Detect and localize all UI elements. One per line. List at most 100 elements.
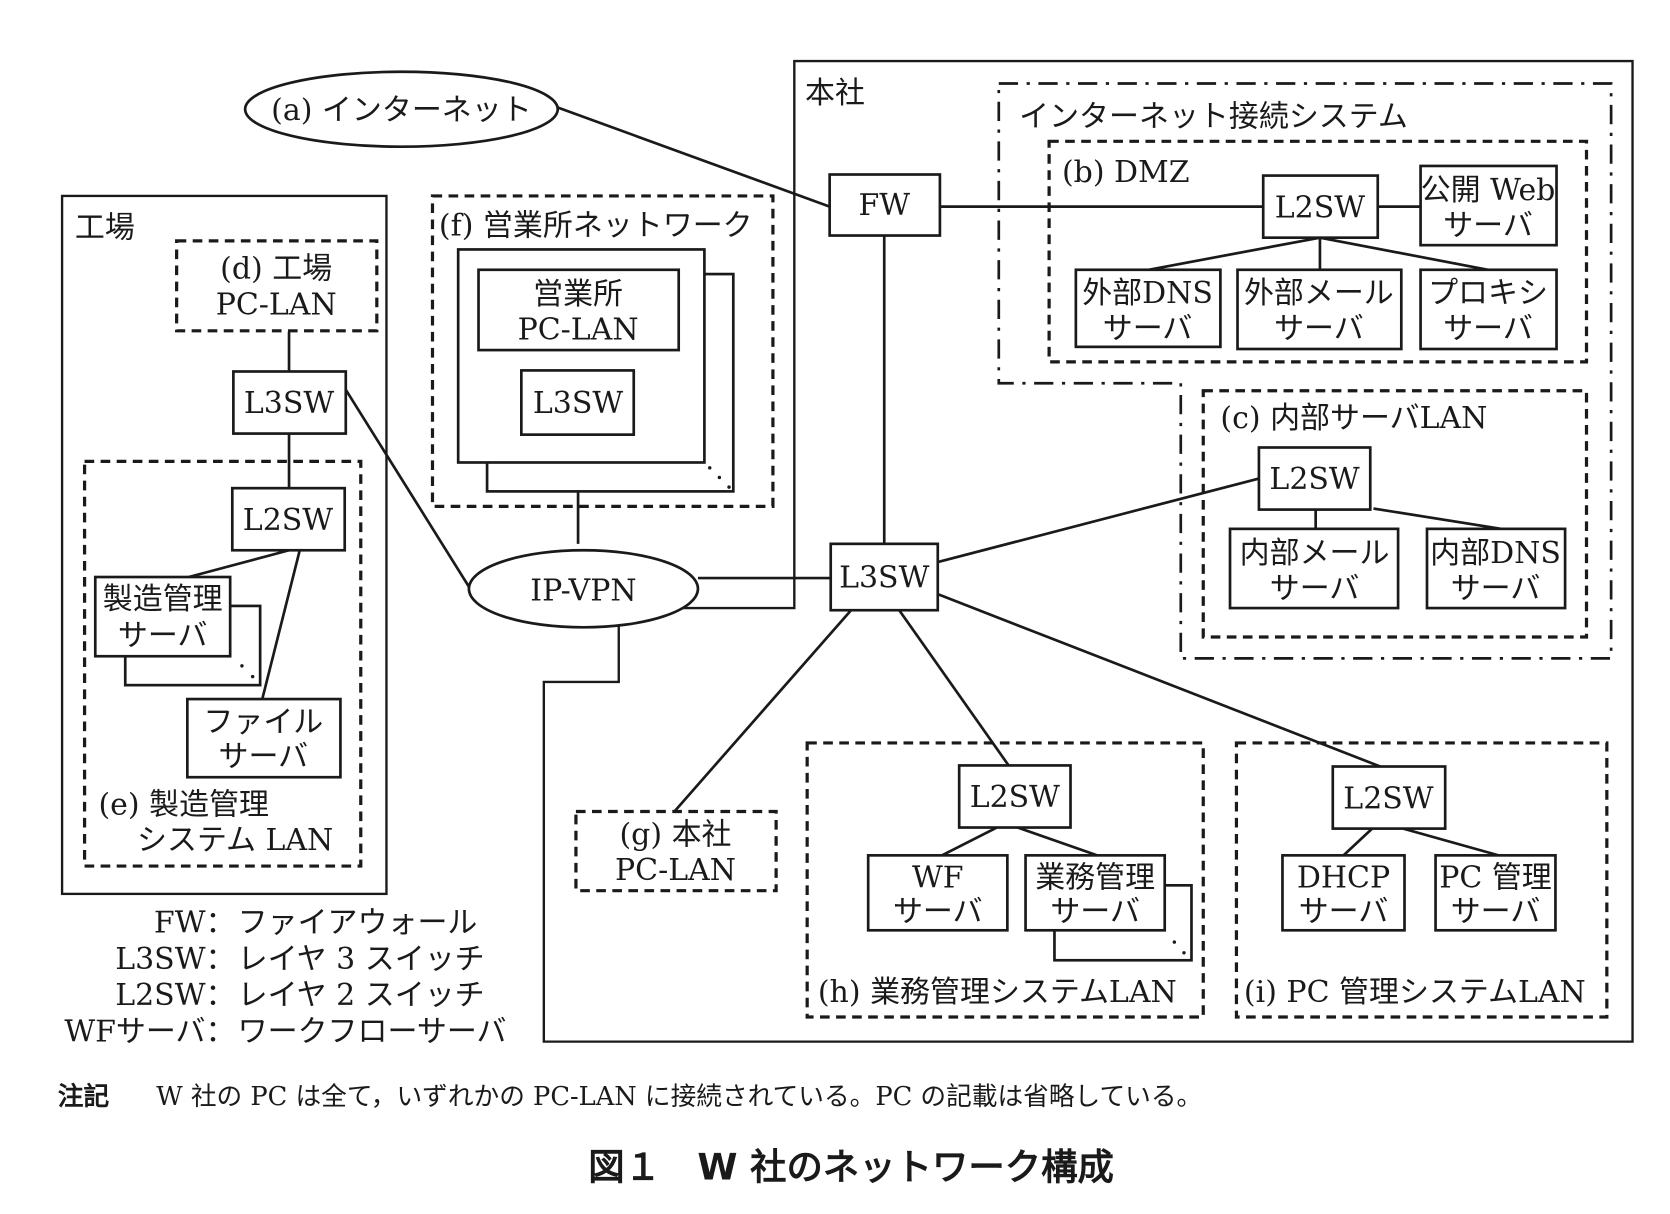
dmz-mail-line2: サーバ xyxy=(1274,311,1364,346)
pcm-server-line2: サーバ xyxy=(1451,895,1541,930)
mfg-server-line2: サーバ xyxy=(118,619,208,654)
dmz-proxy-line2: サーバ xyxy=(1443,311,1533,346)
legend-abbr: FW xyxy=(154,905,206,940)
link-l3sw-internal-l2sw xyxy=(937,477,1260,564)
factory-l2sw-label: L2SW xyxy=(243,503,333,538)
link-factory-l2sw-file xyxy=(260,549,302,700)
biz-server-stack[interactable]: 業務管理 サーバ xyxy=(1024,854,1193,962)
link-internet-fw xyxy=(556,105,831,208)
factory-boundary xyxy=(60,194,388,896)
dmz-web-server[interactable]: 公開 Web サーバ xyxy=(1419,164,1558,247)
dmz-mail-server[interactable]: 外部メール サーバ xyxy=(1236,268,1403,351)
legend-item: FW ： ファイアウォール xyxy=(154,905,477,940)
legend-desc: レイヤ 3 スイッチ xyxy=(238,942,485,977)
legend-sep: ： xyxy=(206,978,236,1013)
internal-dns-line1: 内部DNS xyxy=(1430,536,1561,571)
branch-boundary xyxy=(430,194,775,508)
biz-l2sw-label: L2SW xyxy=(970,780,1060,815)
dmz-l2sw[interactable]: L2SW xyxy=(1261,174,1380,240)
pcm-l2sw-label: L2SW xyxy=(1343,781,1433,816)
legend-desc: レイヤ 2 スイッチ xyxy=(238,978,485,1013)
link-biz-l2sw-biz xyxy=(1011,824,1098,857)
factory-l2sw[interactable]: L2SW xyxy=(230,486,347,552)
internet-node[interactable]: (a) インターネット xyxy=(243,70,560,149)
ipvpn-node[interactable]: IP-VPN xyxy=(467,548,700,629)
legend-abbr: WFサーバ xyxy=(64,1015,205,1050)
file-server-line2: サーバ xyxy=(219,740,309,775)
dhcp-server-line2: サーバ xyxy=(1299,895,1389,930)
factory-l3sw-label: L3SW xyxy=(244,386,334,421)
dmz-l2sw-label: L2SW xyxy=(1275,190,1365,225)
wf-server[interactable]: WF サーバ xyxy=(866,854,1009,932)
internal-mail-server[interactable]: 内部メール サーバ xyxy=(1228,527,1400,610)
internal-mail-line2: サーバ xyxy=(1270,571,1360,606)
mfg-lan-label-line2: システム LAN xyxy=(137,823,333,858)
wf-server-line1: WF xyxy=(912,860,964,895)
mfg-server-line1: 製造管理 xyxy=(103,582,223,617)
link-factory-l2sw-mfg xyxy=(176,548,290,582)
factory-label: 工場 xyxy=(75,211,135,246)
biz-lan-label: (h) 業務管理システムLAN xyxy=(818,975,1177,1010)
dmz-proxy-line1: プロキシ xyxy=(1428,276,1548,311)
dhcp-server[interactable]: DHCP サーバ xyxy=(1281,854,1406,932)
factory-l3sw[interactable]: L3SW xyxy=(232,370,348,435)
biz-l2sw[interactable]: L2SW xyxy=(957,764,1072,829)
legend-desc: ワークフローサーバ xyxy=(238,1015,507,1050)
internal-lan-label: (c) 内部サーバLAN xyxy=(1220,401,1487,436)
internal-mail-line1: 内部メール xyxy=(1240,536,1390,571)
link-internal-l2sw-dns xyxy=(1373,507,1502,531)
branch-pc-lan[interactable]: 営業所 PC-LAN xyxy=(477,268,681,352)
mfg-server-stack[interactable]: 製造管理 サーバ xyxy=(93,575,262,687)
dmz-mail-line1: 外部メール xyxy=(1244,276,1394,311)
mfg-lan-boundary xyxy=(82,459,363,868)
hq-l3sw-label: L3SW xyxy=(839,561,929,596)
link-biz-l2sw-wf xyxy=(941,824,1002,857)
mfg-lan-label-line1: (e) 製造管理 xyxy=(98,788,269,823)
branch-pc-lan-line1: 営業所 xyxy=(533,277,623,312)
link-dmz-l2sw-proxy xyxy=(1319,236,1489,272)
internal-l2sw[interactable]: L2SW xyxy=(1257,446,1372,511)
note-label: 注記 xyxy=(58,1081,110,1112)
hq-boundary xyxy=(542,59,1634,1043)
legend-abbr: L3SW xyxy=(115,942,205,977)
branch-l3sw[interactable]: L3SW xyxy=(520,369,636,436)
biz-server-line1: 業務管理 xyxy=(1035,860,1155,895)
dmz-dns-line1: 外部DNS xyxy=(1082,276,1213,311)
legend-item: WFサーバ ： ワークフローサーバ xyxy=(64,1015,506,1050)
pcm-lan-label: (i) PC 管理システムLAN xyxy=(1244,975,1586,1010)
file-server-line1: ファイル xyxy=(203,705,323,740)
internal-dns-server[interactable]: 内部DNS サーバ xyxy=(1425,527,1567,610)
dmz-dns-server[interactable]: 外部DNS サーバ xyxy=(1074,268,1222,349)
legend-item: L3SW ： レイヤ 3 スイッチ xyxy=(115,942,484,977)
pcm-lan-boundary xyxy=(1234,741,1609,1019)
internal-lan-boundary xyxy=(1201,389,1589,639)
hq-l3sw[interactable]: L3SW xyxy=(829,542,940,612)
link-l3sw-pcm-l2sw xyxy=(937,592,1389,771)
link-factory-l3sw-ipvpn xyxy=(344,388,471,588)
hq-pc-lan-line2: PC-LAN xyxy=(615,853,736,888)
dmz-dns-line2: サーバ xyxy=(1103,311,1193,346)
dmz-web-line2: サーバ xyxy=(1443,209,1533,244)
branch-label: (f) 営業所ネットワーク xyxy=(439,209,753,244)
hq-pc-lan[interactable]: (g) 本社 PC-LAN xyxy=(574,809,778,893)
link-l3sw-biz-l2sw xyxy=(898,609,1013,771)
file-server[interactable]: ファイル サーバ xyxy=(186,697,342,779)
dmz-proxy-server[interactable]: プロキシ サーバ xyxy=(1419,268,1558,351)
legend-sep: ： xyxy=(206,905,236,940)
pcm-l2sw[interactable]: L2SW xyxy=(1331,765,1447,830)
pcm-server-line1: PC 管理 xyxy=(1439,860,1552,895)
legend-abbr: L2SW xyxy=(115,978,205,1013)
internet-label: (a) インターネット xyxy=(271,93,532,128)
internal-dns-line2: サーバ xyxy=(1451,571,1541,606)
pcm-server[interactable]: PC 管理 サーバ xyxy=(1434,854,1557,932)
hq-label: 本社 xyxy=(805,76,865,111)
factory-pc-lan-line2: PC-LAN xyxy=(216,288,337,323)
biz-server-line2: サーバ xyxy=(1050,895,1140,930)
hq-fw-label: FW xyxy=(858,188,910,223)
legend: FW ： ファイアウォール L3SW ： レイヤ 3 スイッチ L2SW ： レ… xyxy=(64,905,506,1049)
ipvpn-label: IP-VPN xyxy=(530,574,636,609)
hq-fw[interactable]: FW xyxy=(828,173,942,237)
factory-pc-lan[interactable]: (d) 工場 PC-LAN xyxy=(175,239,379,333)
link-pcm-l2sw-pcm xyxy=(1391,824,1500,857)
